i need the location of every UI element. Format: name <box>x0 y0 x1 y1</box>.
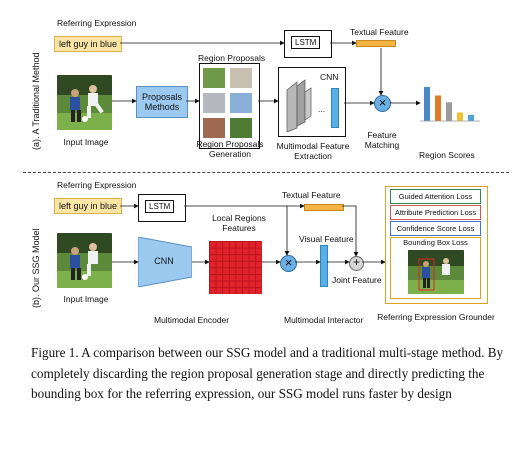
region-proposals-label: Region Proposals <box>198 53 266 63</box>
guided-attention-loss: Guided Attention Loss <box>390 189 481 204</box>
bounding-box-loss-label: Bounding Box Loss <box>403 238 468 247</box>
multimodal-interactor-label: Multimodal Interactor <box>284 315 364 325</box>
joint-feature-label: Joint Feature <box>332 275 382 285</box>
proposals-methods-label: Proposals Methods <box>141 91 183 112</box>
multimodal-feature-extraction-label: Multimodal Feature Extraction <box>276 141 350 161</box>
textual-feature-label-a: Textual Feature <box>350 27 409 37</box>
attribute-prediction-loss: Attribute Prediction Loss <box>390 205 481 220</box>
proposals-methods-block: Proposals Methods <box>136 86 188 118</box>
input-image-label-a: Input Image <box>63 137 109 147</box>
lstm-block-b: LSTM <box>138 194 186 222</box>
referring-expression-label-b: Referring Expression <box>57 180 137 190</box>
grounder-label: Referring Expression Grounder <box>377 312 495 322</box>
region-scores-label: Region Scores <box>419 150 475 160</box>
region-score-bar <box>435 95 441 121</box>
plus-icon-b: + <box>352 255 360 269</box>
figure-caption: Figure 1. A comparison between our SSG m… <box>31 345 504 401</box>
region-score-bar <box>446 102 452 121</box>
confidence-score-loss: Confidence Score Loss <box>390 221 481 236</box>
cnn-dots-a: ... <box>318 104 326 114</box>
section-divider <box>23 172 509 173</box>
section-b-arrows <box>112 203 386 265</box>
bounding-box-loss-frame <box>390 237 481 299</box>
cnn-layers-icon <box>286 79 312 132</box>
feature-matching-label: Feature Matching <box>364 130 400 150</box>
cnn-encoder-b <box>138 237 192 287</box>
section-a-arrows <box>112 40 421 106</box>
visual-feature-bar-a <box>331 88 339 128</box>
region-score-bar <box>468 114 474 121</box>
lstm-label-a: LSTM <box>291 36 321 49</box>
grounder-image <box>408 250 464 294</box>
lstm-label-b: LSTM <box>145 200 175 213</box>
region-proposals-frame <box>199 63 260 149</box>
proposal-thumb-2 <box>230 68 252 88</box>
visual-feature-bar-b <box>320 245 328 287</box>
input-image-a <box>57 75 112 130</box>
visual-feature-label-b: Visual Feature <box>299 234 354 244</box>
region-score-bar <box>424 87 430 121</box>
input-image-b <box>57 233 112 288</box>
multiply-icon-a: × <box>378 95 387 110</box>
region-scores-chart <box>420 87 480 122</box>
proposal-thumb-1 <box>203 68 225 88</box>
proposal-thumb-6 <box>230 118 252 138</box>
region-proposals-generation-label: Region Proposals Generation <box>196 139 264 159</box>
cnn-label-a: CNN <box>320 72 339 82</box>
cnn-label-b: CNN <box>154 256 174 266</box>
input-image-label-b: Input Image <box>63 294 109 304</box>
textual-feature-label-b: Textual Feature <box>282 190 341 200</box>
local-regions-grid <box>209 241 262 294</box>
expression-box-a: left guy in blue <box>54 36 122 52</box>
local-regions-features-label: Local Regions Features <box>212 213 266 233</box>
grounder-frame <box>385 186 488 304</box>
proposal-thumb-4 <box>230 93 252 113</box>
region-score-bar <box>457 112 463 121</box>
multiply-icon-b: × <box>284 255 293 270</box>
proposal-thumb-3 <box>203 93 225 113</box>
referring-expression-label-a: Referring Expression <box>57 18 137 28</box>
lstm-block-a: LSTM <box>284 30 332 58</box>
proposal-thumb-5 <box>203 118 225 138</box>
multimodal-encoder-label: Multimodal Encoder <box>154 315 230 325</box>
